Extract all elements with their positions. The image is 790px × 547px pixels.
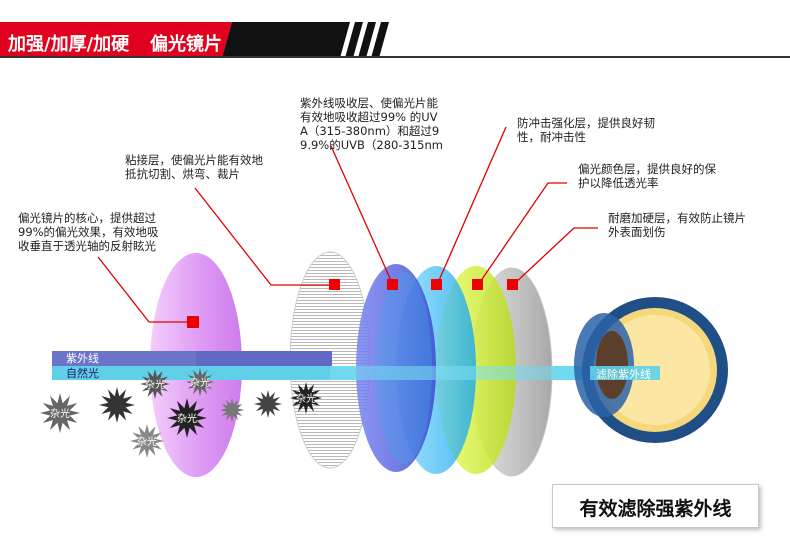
- glare-star: [254, 390, 282, 418]
- leader-hard: [512, 227, 598, 286]
- glare-star: [167, 398, 207, 438]
- uv-beam-label: 紫外线: [66, 351, 99, 365]
- leader-adhesive: [194, 187, 334, 286]
- glare-star: [140, 369, 170, 399]
- header-red-block: [0, 22, 232, 58]
- glare-star: [40, 393, 80, 433]
- label-uv-layer: 紫外线吸收层、使偏光片能 有效地吸收超过99% 的UV A（315-380nm）…: [300, 96, 443, 152]
- marker-adhesive: [329, 279, 340, 290]
- label-hard-layer: 耐磨加硬层，有效防止镜片 外表面划伤: [608, 211, 746, 239]
- eye-graphic: [574, 297, 728, 443]
- label-impact-layer: 防冲击强化层，提供良好韧 性，耐冲击性: [517, 116, 655, 144]
- header-underline: [0, 56, 790, 58]
- label-polarizer-core: 偏光镜片的核心，提供超过 99%的偏光效果，有效地吸 收垂直于透光轴的反射眩光: [18, 211, 159, 253]
- glare-star-label: 杂光: [296, 392, 316, 405]
- uv-beam-overlay: [196, 351, 332, 366]
- glare-star-label: 杂光: [137, 435, 157, 448]
- header-banner: [0, 22, 790, 58]
- glare-star: [99, 387, 135, 423]
- header-title: 偏光镜片: [150, 34, 222, 55]
- marker-impact: [431, 279, 442, 290]
- leader-lines: [97, 126, 598, 323]
- glare-star: [130, 424, 164, 458]
- glare-star: [186, 368, 214, 396]
- filtered-beam-label: 滤除紫外线: [596, 367, 651, 381]
- marker-uv: [387, 279, 398, 290]
- bottom-caption-box: 有效滤除强紫外线: [552, 484, 759, 528]
- marker-color: [472, 279, 483, 290]
- header-black-block: [222, 22, 350, 58]
- leader-color: [477, 182, 567, 286]
- bottom-caption: 有效滤除强紫外线: [579, 498, 732, 520]
- leader-polarizer: [97, 256, 193, 323]
- glare-stars: 杂光杂光杂光杂光杂光杂光: [40, 368, 322, 458]
- glare-star-label: 杂光: [177, 412, 197, 425]
- natural-beam-label: 自然光: [66, 366, 99, 380]
- leader-uv: [330, 145, 394, 286]
- leader-impact: [436, 126, 507, 286]
- label-color-layer: 偏光颜色层，提供良好的保 护以降低透光率: [578, 162, 716, 190]
- glare-star-label: 杂光: [50, 407, 70, 420]
- glare-star-label: 杂光: [145, 378, 165, 391]
- header-stripes: [345, 22, 389, 58]
- label-adhesive-layer: 粘接层，使偏光片能有效地 抵抗切割、烘弯、裁片: [125, 153, 263, 181]
- glare-star: [290, 382, 322, 414]
- header-highlight: 加强/加厚/加硬: [8, 34, 130, 55]
- marker-hard: [507, 279, 518, 290]
- glare-star-label: 杂光: [190, 376, 210, 389]
- marker-squares: [187, 279, 518, 328]
- marker-polarizer: [187, 316, 199, 328]
- glare-star: [220, 398, 244, 422]
